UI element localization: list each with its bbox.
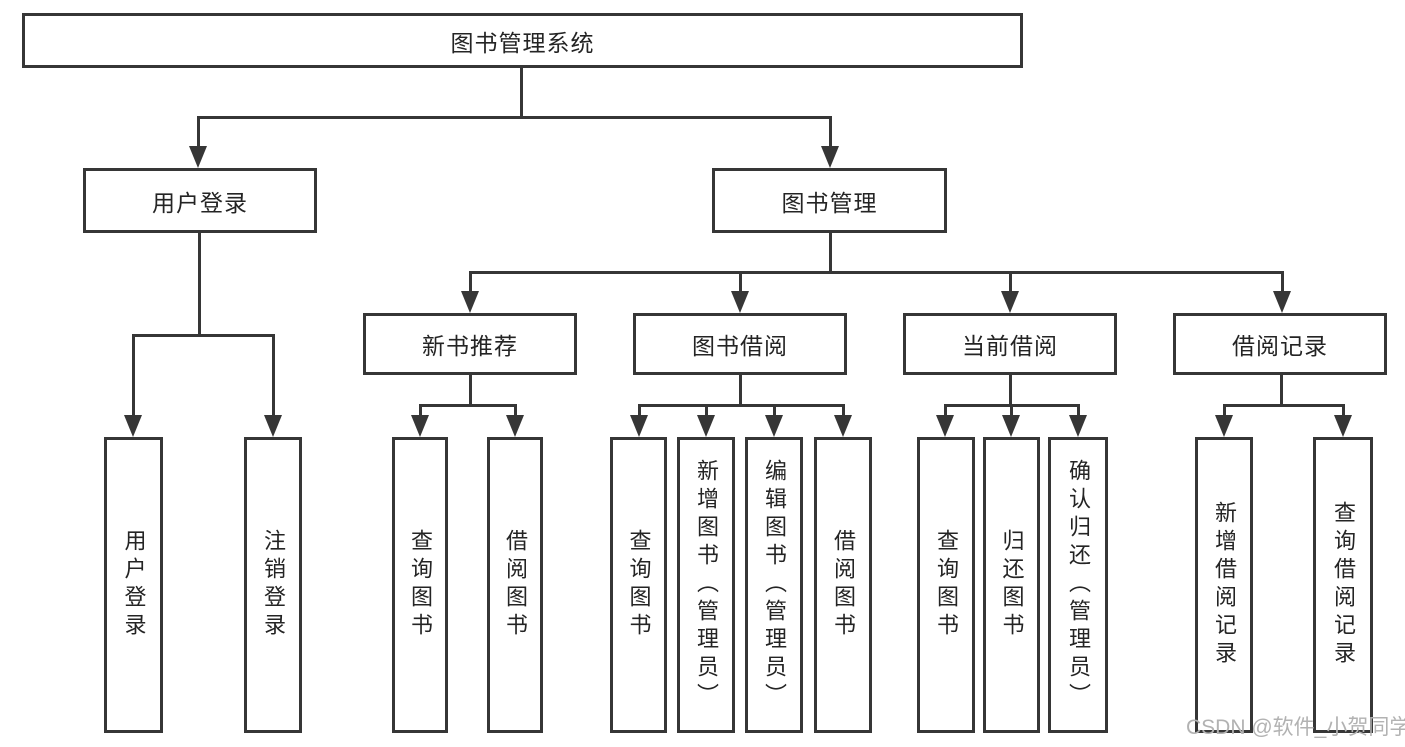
arrow-leaf-query-current: [936, 415, 954, 437]
leaf-query-books-borrowing: 查询图书: [610, 437, 667, 733]
arrow-leaf-confirm-return: [1069, 415, 1087, 437]
leaf-query-books-recommend: 查询图书: [392, 437, 448, 733]
arrow-current: [1001, 291, 1019, 313]
connector-stem-leaf: [1010, 404, 1013, 417]
node-user-login: 用户登录: [83, 168, 317, 233]
arrow-leaf-add-books: [697, 415, 715, 437]
leaf-borrow-books-borrowing: 借阅图书: [814, 437, 872, 733]
connector-stem-leaf-login: [132, 334, 135, 415]
connector-stem-records: [1281, 271, 1284, 291]
leaf-user-login: 用户登录: [104, 437, 163, 733]
node-borrowing-records: 借阅记录: [1173, 313, 1387, 375]
leaf-add-books-admin: 新增图书（管理员）: [677, 437, 735, 733]
connector-stem-user-login: [197, 116, 200, 146]
connector-stem-leaf: [1077, 404, 1080, 417]
arrow-leaf-query-recommend: [411, 415, 429, 437]
connector-stem-leaf: [638, 404, 641, 417]
connector-recommend-stub: [469, 375, 472, 406]
arrow-leaf-query-record: [1334, 415, 1352, 437]
leaf-logout: 注销登录: [244, 437, 302, 733]
connector-records-stub: [1280, 375, 1283, 406]
connector-stem-leaf: [1342, 404, 1345, 417]
connector-stem-current: [1009, 271, 1012, 291]
connector-stem-recommend: [469, 271, 472, 291]
connector-records-split: [1223, 404, 1345, 407]
arrow-leaf-borrow-recommend: [506, 415, 524, 437]
leaf-borrow-books-recommend: 借阅图书: [487, 437, 543, 733]
arrow-user-login: [189, 146, 207, 168]
connector-stem-leaf: [419, 404, 422, 417]
leaf-add-borrow-record: 新增借阅记录: [1195, 437, 1253, 733]
connector-level3-split: [469, 271, 1283, 274]
node-current-borrowing: 当前借阅: [903, 313, 1117, 375]
arrow-borrowing: [731, 291, 749, 313]
connector-stem-leaf-logout: [272, 334, 275, 415]
leaf-return-books: 归还图书: [983, 437, 1040, 733]
node-book-management: 图书管理: [712, 168, 947, 233]
node-book-borrowing: 图书借阅: [633, 313, 847, 375]
arrow-leaf-logout: [264, 415, 282, 437]
arrow-records: [1273, 291, 1291, 313]
arrow-leaf-edit-books: [765, 415, 783, 437]
connector-borrowing-stub: [739, 375, 742, 406]
connector-borrowing-split: [638, 404, 844, 407]
connector-recommend-split: [419, 404, 517, 407]
arrow-leaf-query-borrowing: [630, 415, 648, 437]
arrow-book-management: [821, 146, 839, 168]
node-library-management-system: 图书管理系统: [22, 13, 1023, 68]
connector-stem-borrowing: [739, 271, 742, 291]
connector-current-stub: [1009, 375, 1012, 406]
arrow-recommend: [461, 291, 479, 313]
csdn-watermark: CSDN @软件_小贺同学: [1186, 716, 1405, 739]
arrow-leaf-borrow-borrowing: [834, 415, 852, 437]
node-new-book-recommendation: 新书推荐: [363, 313, 577, 375]
connector-stem-leaf: [773, 404, 776, 417]
arrow-leaf-add-record: [1215, 415, 1233, 437]
leaf-query-borrow-record: 查询借阅记录: [1313, 437, 1373, 733]
connector-stem-leaf: [514, 404, 517, 417]
connector-user-login-split: [132, 334, 275, 337]
leaf-confirm-return-admin: 确认归还（管理员）: [1048, 437, 1108, 733]
connector-user-login-stub: [198, 233, 201, 336]
connector-stem-book-management: [829, 116, 832, 146]
arrow-leaf-login: [124, 415, 142, 437]
connector-level1-split: [197, 116, 832, 119]
connector-root-stub: [520, 68, 523, 118]
connector-stem-leaf: [944, 404, 947, 417]
connector-stem-leaf: [842, 404, 845, 417]
arrow-leaf-return-books: [1002, 415, 1020, 437]
connector-stem-leaf: [1223, 404, 1226, 417]
connector-stem-leaf: [705, 404, 708, 417]
connector-book-management-stub: [829, 233, 832, 274]
leaf-query-books-current: 查询图书: [917, 437, 975, 733]
leaf-edit-books-admin: 编辑图书（管理员）: [745, 437, 803, 733]
